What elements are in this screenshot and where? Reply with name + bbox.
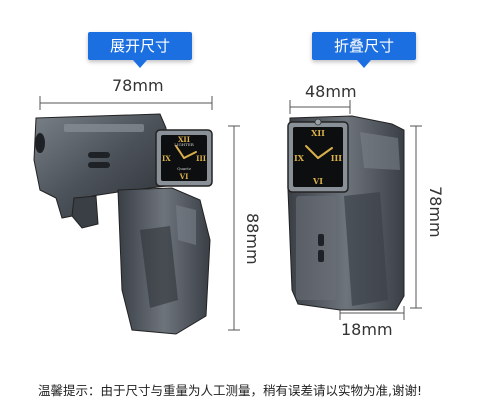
folded-width-dimension-line xyxy=(289,100,351,114)
folded-thickness-label: 18mm xyxy=(341,320,393,339)
folded-thickness-dimension-line xyxy=(339,306,405,320)
unfolded-width-label: 78mm xyxy=(112,76,164,95)
folded-clock-numeral-3: III xyxy=(330,153,342,163)
folded-clock-numeral-9: IX xyxy=(294,153,304,163)
clock-numeral-6: VI xyxy=(179,172,189,181)
folded-size-badge: 折叠尺寸 xyxy=(312,32,416,60)
folded-clock-numeral-12: XII xyxy=(311,128,325,138)
clock-numeral-9: IX xyxy=(162,154,171,163)
folded-height-label: 78mm xyxy=(426,186,445,238)
clock-numeral-3: III xyxy=(196,154,206,163)
unfolded-height-label: 88mm xyxy=(243,213,262,265)
unfolded-clock-face: LIGHTER XII III VI IX Quartz xyxy=(161,135,207,181)
unfolded-badge-pointer xyxy=(133,60,147,68)
folded-clock-numeral-6: VI xyxy=(313,176,323,186)
measurement-disclaimer: 温馨提示：由于尺寸与重量为人工测量，稍有误差请以实物为准,谢谢! xyxy=(38,383,422,398)
folded-badge-pointer xyxy=(357,60,371,68)
folded-width-label: 48mm xyxy=(305,82,357,101)
unfolded-size-badge: 展开尺寸 xyxy=(88,32,192,60)
clock-numeral-12: XII xyxy=(178,135,190,144)
folded-clock-face: XII III VI IX xyxy=(293,127,343,187)
clock-brand: LIGHTER xyxy=(174,142,194,147)
clock-model: Quartz xyxy=(177,166,191,171)
folded-height-dimension-line xyxy=(410,125,422,309)
unfolded-height-dimension-line xyxy=(228,125,240,331)
unfolded-width-dimension-line xyxy=(39,96,213,110)
